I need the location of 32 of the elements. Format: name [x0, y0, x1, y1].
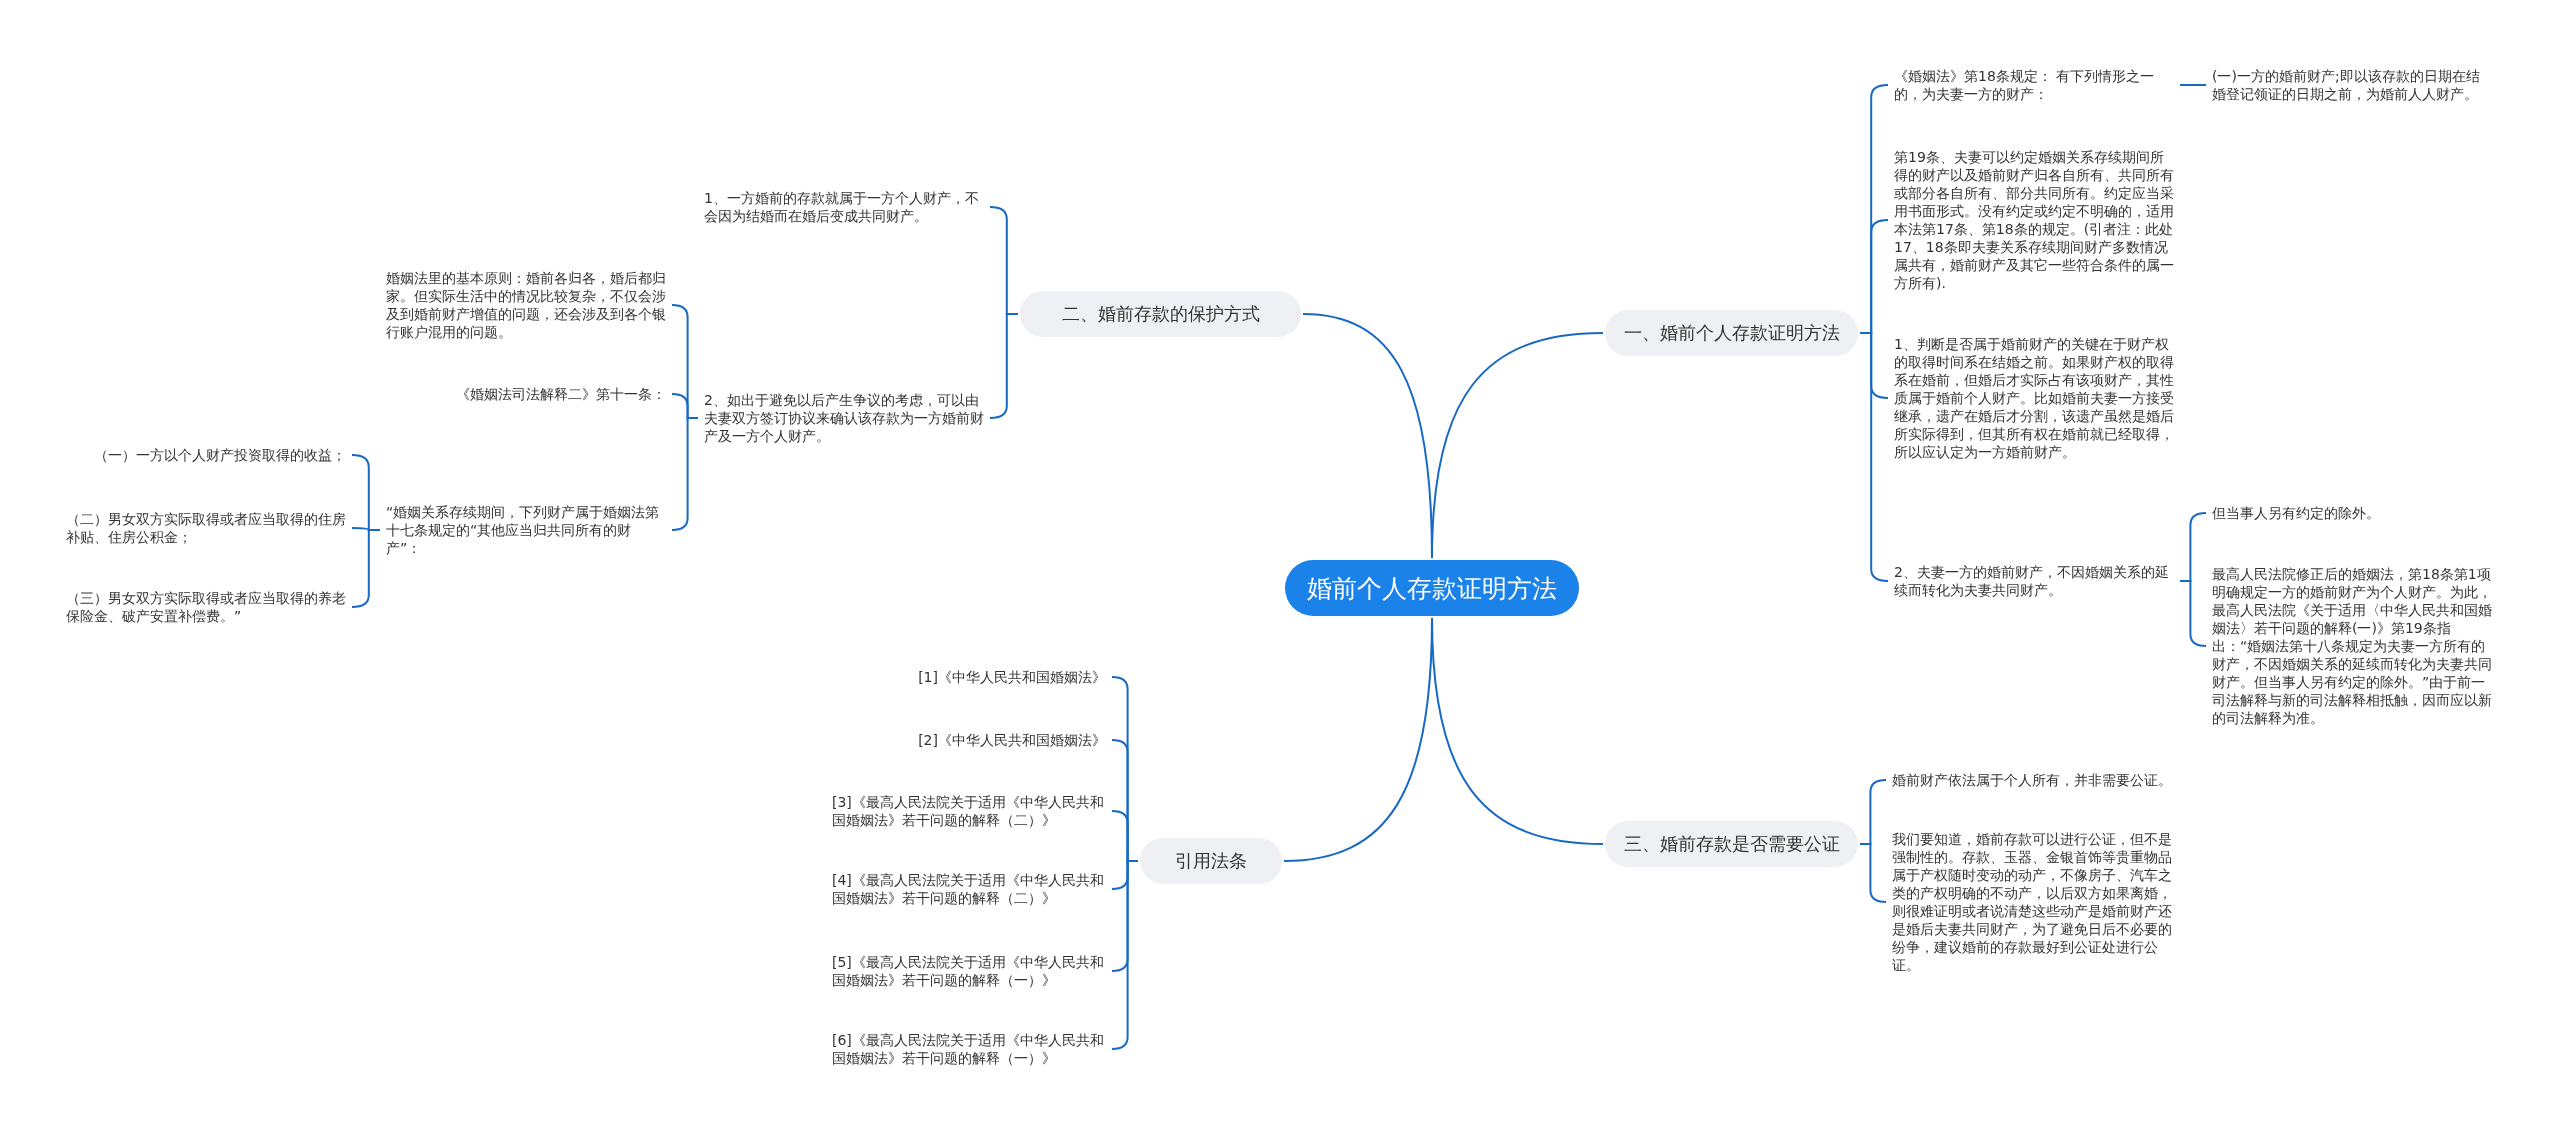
note-text: （二）男女双方实际取得或者应当取得的住房补贴、住房公积金；: [62, 509, 350, 547]
note-text: 最高人民法院修正后的婚姻法，第18条第1项明确规定一方的婚前财产为个人财产。为此，最高人民法院《关于适用〈中华人民共和国婚姻法〉若干问题的解释(一)》第19条指出：“婚姻法第十八条规定为夫妻一方所有的财产，不因婚姻关系的延续而转化为夫妻共同财产。但当事人另有约定的除外。”由于前一司法解释与新的司法解释相抵触，因而应以新的司法解释为准。: [2208, 564, 2496, 728]
reference-text: [1]《中华人民共和国婚姻法》: [914, 667, 1110, 687]
note-text: 2、夫妻一方的婚前财产，不因婚姻关系的延续而转化为夫妻共同财产。: [1890, 562, 2178, 600]
reference-text: [6]《最高人民法院关于适用《中华人民共和国婚姻法》若干问题的解释（一）》: [828, 1030, 1110, 1068]
note-text: (一)一方的婚前财产;即以该存款的日期在结婚登记领证的日期之前，为婚前人人财产。: [2208, 66, 2496, 104]
note-text: （三）男女双方实际取得或者应当取得的养老保险金、破产安置补偿费。”: [62, 588, 350, 626]
central-topic-box: 婚前个人存款证明方法: [1285, 560, 1579, 616]
note-text: 1、一方婚前的存款就属于一方个人财产，不会因为结婚而在婚后变成共同财产。: [700, 188, 988, 226]
reference-text: [3]《最高人民法院关于适用《中华人民共和国婚姻法》若干问题的解释（二）》: [828, 792, 1110, 830]
connector-line: [989, 313, 1019, 419]
note-text: 我们要知道，婚前存款可以进行公证，但不是强制性的。存款、玉器、金银首饰等贵重物品属于产权随时变动的动产，不像房子、汽车之类的产权明确的不动产，以后双方如果离婚，则很难证明或者说清楚这些动产是婚前财产还是婚后夫妻共同财产，为了避免日后不必要的纷争，建议婚前的存款最好到公证处进行公证。: [1888, 829, 2176, 975]
reference-text: [4]《最高人民法院关于适用《中华人民共和国婚姻法》若干问题的解释（二）》: [828, 870, 1110, 908]
note-text: 第19条、夫妻可以约定婚姻关系存续期间所得的财产以及婚前财产归各自所有、共同所有或部分各自所有、部分共同所有。约定应当采用书面形式。没有约定或约定不明确的，适用本法第17条、第18条的规定。(引者注：此处17、18条即夫妻关系存续期间财产多数情况属共有，婚前财产及其它一些符合条件的属一方所有).: [1890, 147, 2178, 293]
note-text: 2、如出于避免以后产生争议的考虑，可以由夫妻双方签订协议来确认该存款为一方婚前财产及一方个人财产。: [700, 390, 988, 446]
connector-line: [2179, 84, 2207, 86]
connector-line: [1283, 617, 1433, 862]
note-text: （一）一方以个人财产投资取得的收益；: [90, 445, 350, 465]
note-text: 婚姻法里的基本原则：婚前各归各，婚后都归家。但实际生活中的情况比较复杂，不仅会涉及到婚前财产增值的问题，还会涉及到各个银行账户混用的问题。: [382, 268, 670, 342]
branch-topic-box: 三、婚前存款是否需要公证: [1605, 821, 1858, 867]
note-text: 1、判断是否属于婚前财产的关键在于财产权的取得时间系在结婚之前。如果财产权的取得系在婚前，但婚后才实际占有该项财产，其性质属于婚前个人财产。比如婚前夫妻一方接受继承，遗产在婚后才分割，该遗产虽然是婚后所实际得到，但其所有权在婚前就已经取得，所以应认定为一方婚前财产。: [1890, 334, 2178, 462]
note-text: 《婚姻法》第18条规定： 有下列情形之一的，为夫妻一方的财产：: [1890, 66, 2178, 104]
branch-topic-box: 一、婚前个人存款证明方法: [1605, 310, 1858, 356]
note-text: 婚前财产依法属于个人所有，并非需要公证。: [1888, 770, 2176, 790]
note-text: 但当事人另有约定的除外。: [2208, 503, 2384, 523]
branch-topic-box: 二、婚前存款的保护方式: [1020, 291, 1301, 337]
connector-line: [1302, 313, 1433, 559]
note-text: “婚姻关系存续期间，下列财产属于婚姻法第十七条规定的“其他应当归共同所有的财产”：: [382, 502, 670, 558]
reference-text: [2]《中华人民共和国婚姻法》: [914, 730, 1110, 750]
branch-topic-box: 引用法条: [1140, 838, 1282, 884]
note-text: 《婚姻法司法解释二》第十一条：: [452, 384, 670, 404]
reference-text: [5]《最高人民法院关于适用《中华人民共和国婚姻法》若干问题的解释（一）》: [828, 952, 1110, 990]
